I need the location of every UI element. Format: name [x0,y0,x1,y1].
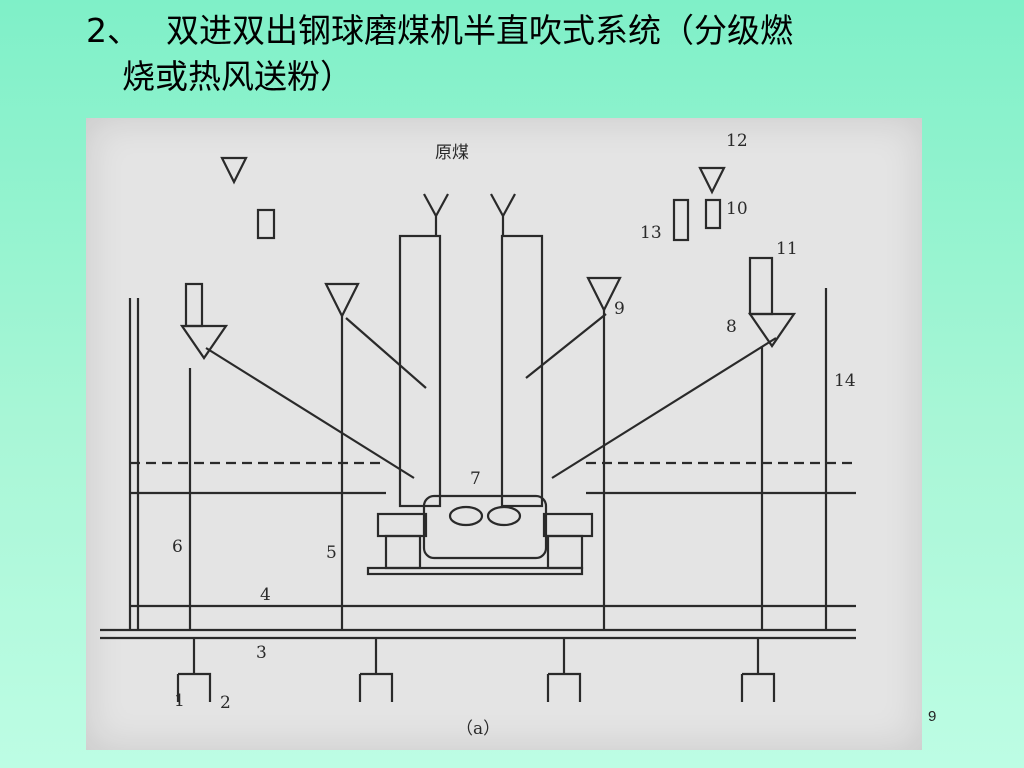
slide-title: 2、双进双出钢球磨煤机半直吹式系统（分级燃 烧或热风送粉） [86,8,966,100]
right-bearing [546,534,584,570]
left-bearing [384,534,422,570]
label-3: 3 [256,643,267,663]
label-7: 7 [470,469,481,489]
label-14: 14 [834,371,856,391]
label-12: 12 [726,131,748,151]
fan-group-2 [358,672,394,702]
left-raw-coal-hopper [423,193,449,236]
fan-group-4 [740,672,776,702]
raw-coal-label: 原煤 [435,143,469,163]
label-4: 4 [260,585,271,605]
page-number: 9 [928,708,937,725]
label-13: 13 [640,223,662,243]
label-1: 1 [174,691,185,711]
right-pulverized-coal-lines [525,313,777,479]
system-diagram: 原煤 1 2 3 4 5 6 7 8 9 10 11 12 13 14 （a） [100,131,856,739]
left-pulverized-coal-lines [205,317,427,479]
left-cyclone-separator [324,282,360,319]
label-8: 8 [726,317,737,337]
label-5: 5 [326,543,337,563]
ball-mill-body [422,494,548,560]
mill-drum-left [448,505,484,527]
right-bunker-12 [698,166,726,195]
fan-group-3 [546,672,582,702]
label-9: 9 [614,299,625,319]
right-raw-coal-hopper [490,193,516,236]
title-number: 2、 [86,11,140,50]
mill-drum-right [486,505,522,527]
label-2: 2 [220,693,231,713]
left-feeder-box [256,208,276,240]
right-inlet-trunnion [542,512,594,538]
mill-base [366,566,584,576]
title-line-2: 烧或热风送粉） [122,57,353,96]
left-bunker [220,156,248,185]
label-11: 11 [776,239,798,259]
fan-risers [192,638,760,674]
left-inlet-trunnion [376,512,428,538]
powder-bin-13 [672,198,690,242]
label-6: 6 [172,537,183,557]
left-coarse-separator [179,324,229,360]
fans-1-2 [176,672,212,702]
label-10: 10 [726,199,748,219]
hot-air-main-3 [100,628,856,640]
system-diagram-photo: 原煤 1 2 3 4 5 6 7 8 9 10 11 12 13 14 （a） [86,118,922,750]
left-coal-feeder-column [398,234,442,508]
title-line-1: 双进双出钢球磨煤机半直吹式系统（分级燃 [166,11,793,50]
left-burner-pipe [184,282,204,328]
right-feeder-10 [704,198,722,230]
right-coal-feeder-column [500,234,544,508]
figure-caption: （a） [456,719,500,739]
right-burner-pipe-11 [748,256,774,316]
right-cyclone-separator-9 [586,276,622,313]
